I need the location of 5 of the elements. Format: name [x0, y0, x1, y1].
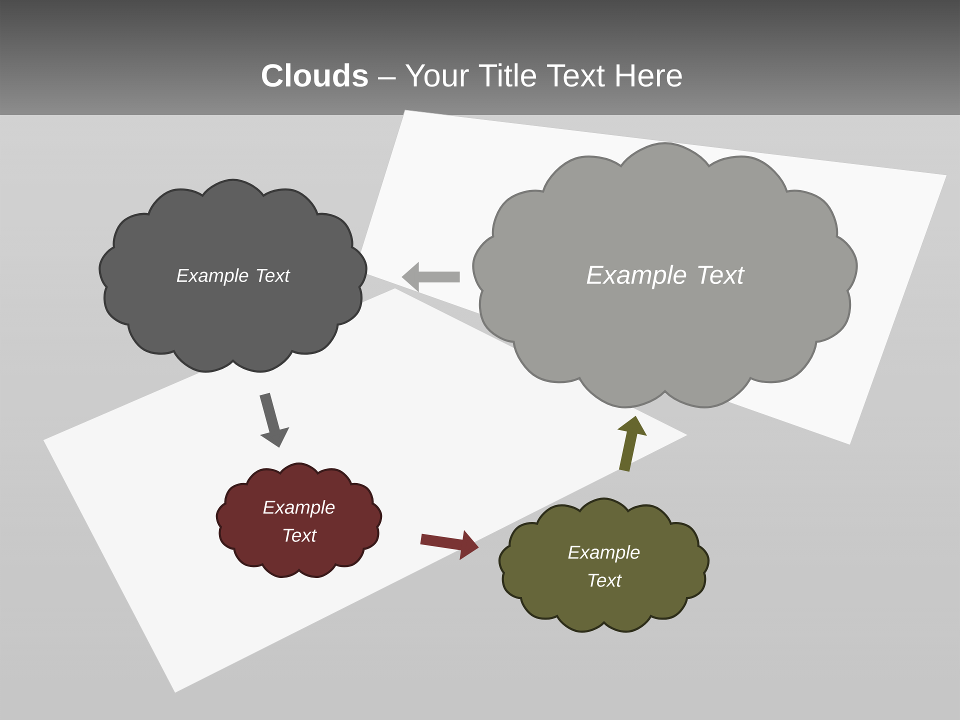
cloud: Example Text	[216, 462, 382, 578]
cloud: Example Text	[472, 142, 858, 408]
title: Clouds – Your Title Text Here	[262, 63, 682, 87]
cloud: Example Text	[98, 178, 368, 373]
cloud: Example Text	[498, 497, 710, 633]
